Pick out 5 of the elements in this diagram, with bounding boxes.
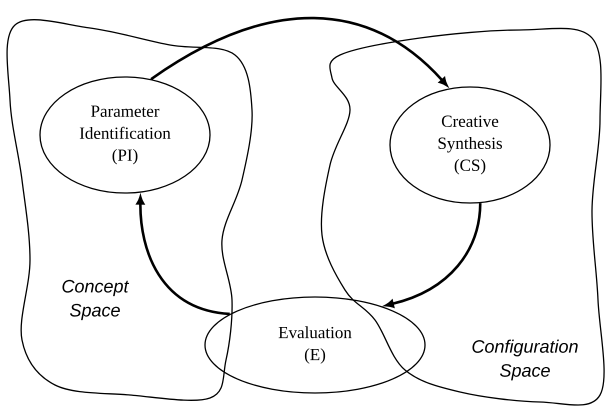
arrow bbox=[136, 196, 230, 316]
region-label: Configuration Space bbox=[472, 340, 578, 380]
region-outline bbox=[6, 19, 253, 401]
arrow bbox=[150, 16, 448, 86]
region-label: Concept Space bbox=[62, 280, 130, 320]
